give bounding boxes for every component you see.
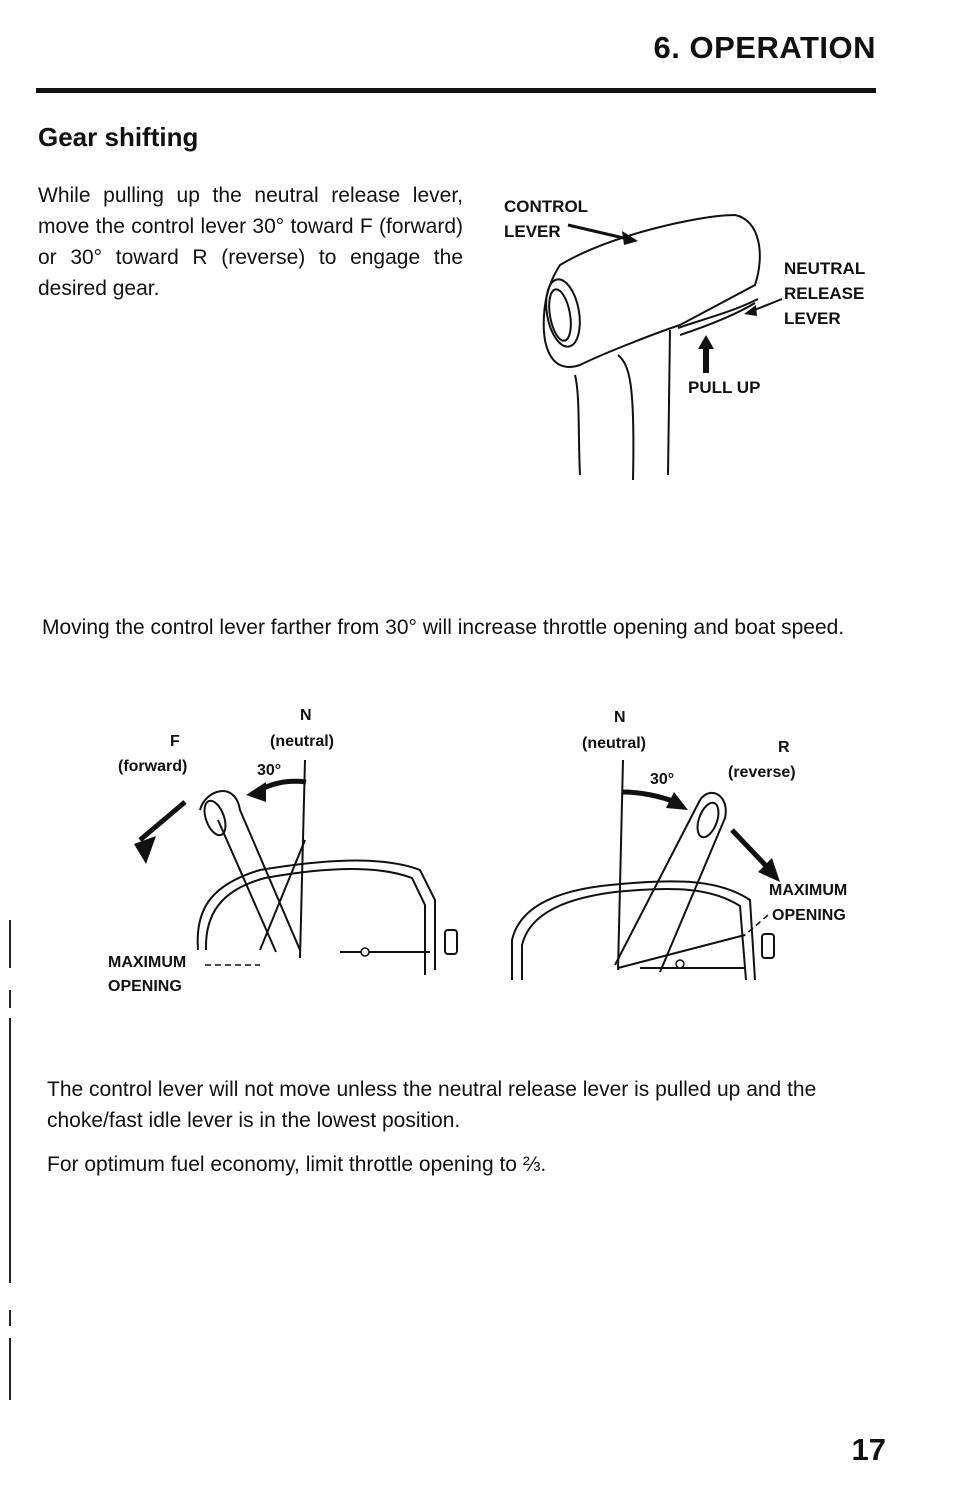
reverse-label-max-1: MAXIMUM bbox=[769, 882, 848, 899]
header-rule bbox=[36, 88, 876, 93]
reverse-label-reverse: (reverse) bbox=[728, 764, 796, 781]
forward-label-max-1: MAXIMUM bbox=[108, 954, 187, 971]
reverse-label-neutral: (neutral) bbox=[582, 735, 646, 752]
label-neutral-release-3: LEVER bbox=[784, 309, 841, 328]
reverse-shift-illustration bbox=[511, 759, 780, 981]
label-neutral-release-1: NEUTRAL bbox=[784, 259, 866, 278]
label-neutral-release-2: RELEASE bbox=[784, 284, 865, 303]
forward-label-n: N bbox=[300, 707, 312, 724]
reverse-label-n: N bbox=[614, 709, 626, 726]
forward-shift-illustration bbox=[134, 759, 458, 975]
control-lever-illustration bbox=[542, 213, 783, 481]
forward-label-max-2: OPENING bbox=[108, 978, 182, 995]
label-pull-up: PULL UP bbox=[688, 378, 761, 397]
label-control-lever-1: CONTROL bbox=[504, 197, 589, 216]
section-title: Gear shifting bbox=[38, 122, 199, 152]
reverse-label-max-2: OPENING bbox=[772, 907, 846, 924]
forward-label-forward: (forward) bbox=[118, 758, 188, 775]
reverse-label-r: R bbox=[778, 739, 790, 756]
forward-label-neutral: (neutral) bbox=[270, 733, 334, 750]
margin-line-1 bbox=[9, 920, 11, 968]
margin-line-3 bbox=[9, 1018, 11, 1283]
page-number: 17 bbox=[851, 1432, 886, 1467]
margin-line-2 bbox=[9, 990, 11, 1008]
forward-label-angle: 30° bbox=[257, 762, 282, 779]
label-control-lever-2: LEVER bbox=[504, 222, 561, 241]
throttle-paragraph: Moving the control lever farther from 30… bbox=[42, 616, 845, 639]
forward-label-f: F bbox=[170, 733, 180, 750]
reverse-label-angle: 30° bbox=[650, 771, 675, 788]
chapter-title: 6. OPERATION bbox=[653, 30, 876, 65]
fuel-economy-paragraph: For optimum fuel economy, limit throttle… bbox=[47, 1153, 547, 1176]
margin-line-5 bbox=[9, 1338, 11, 1400]
margin-line-4 bbox=[9, 1310, 11, 1326]
lever-note-paragraph: The control lever will not move unless t… bbox=[47, 1078, 817, 1132]
intro-paragraph: While pulling up the neutral release lev… bbox=[38, 184, 463, 300]
